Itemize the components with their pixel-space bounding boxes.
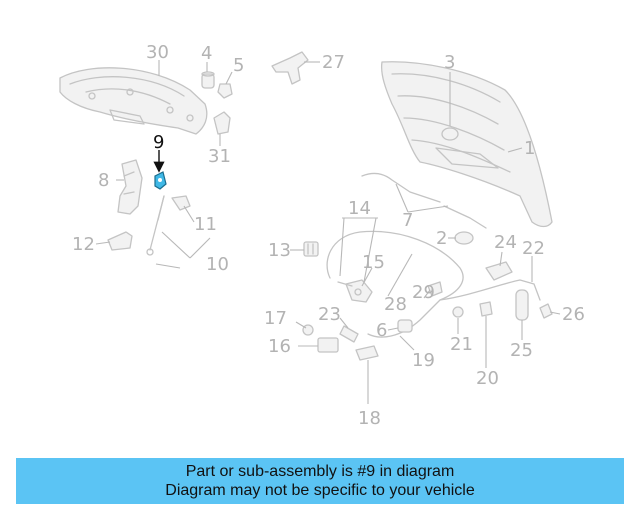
callout-4: 4	[201, 43, 212, 64]
weatherstrip-part	[361, 172, 487, 229]
callout-9: 9	[153, 132, 164, 153]
seal-block-part	[317, 337, 339, 353]
callout-3: 3	[444, 52, 455, 73]
callout-6: 6	[376, 320, 387, 341]
callout-21: 21	[450, 334, 473, 355]
grommet-part	[201, 71, 215, 89]
handle-clip-part	[539, 303, 553, 319]
hood-panel-part	[380, 61, 553, 228]
bumper-stop-part	[303, 241, 319, 257]
callout-12: 12	[72, 234, 95, 255]
bracket-part	[213, 111, 231, 135]
support-clip-part	[171, 195, 191, 211]
callout-18: 18	[358, 408, 381, 429]
pad-part	[454, 231, 474, 245]
callout-14: 14	[348, 198, 371, 219]
callout-1: 1	[524, 138, 535, 159]
callout-17: 17	[264, 308, 287, 329]
mount-bracket-part	[107, 231, 133, 251]
callout-20: 20	[476, 368, 499, 389]
callout-27: 27	[322, 52, 345, 73]
callout-25: 25	[510, 340, 533, 361]
rubber-bumper-part	[397, 319, 413, 333]
caption-banner: Part or sub-assembly is #9 in diagram Di…	[16, 458, 624, 504]
insulation-pad-part	[59, 67, 208, 135]
callout-2: 2	[436, 228, 447, 249]
callout-7: 7	[402, 210, 413, 231]
callout-5: 5	[233, 55, 244, 76]
callout-16: 16	[268, 336, 291, 357]
gas-strut-part	[146, 195, 165, 256]
highlighted-part-9	[154, 171, 167, 190]
cable-guide-part	[485, 261, 513, 281]
callout-31: 31	[208, 146, 231, 167]
callout-10: 10	[206, 254, 229, 275]
fastener-part	[452, 306, 464, 318]
callout-19: 19	[412, 350, 435, 371]
caption-line-1: Part or sub-assembly is #9 in diagram	[185, 463, 455, 480]
release-handle-part	[515, 289, 529, 321]
callout-26: 26	[562, 304, 585, 325]
callout-15: 15	[362, 252, 385, 273]
hinge-arm-part	[117, 159, 143, 215]
callout-11: 11	[194, 214, 217, 235]
callout-22: 22	[522, 238, 545, 259]
callout-24: 24	[494, 232, 517, 253]
leader-lines	[95, 60, 561, 404]
callout-28: 28	[384, 294, 407, 315]
callout-13: 13	[268, 240, 291, 261]
clip-part	[217, 83, 233, 99]
parts-diagram: 30 4 5 27 3 1 31 9 8 11 12 10 14 7 2 13 …	[59, 42, 585, 429]
hood-lock-part	[337, 279, 373, 303]
emblem-part	[441, 127, 459, 141]
caption-line-2: Diagram may not be specific to your vehi…	[165, 482, 475, 499]
callout-23: 23	[318, 304, 341, 325]
latch-plate-part	[355, 345, 379, 361]
latch-pin-part	[339, 325, 359, 343]
bracket-clip-part	[479, 301, 493, 317]
lock-bracket-part	[427, 281, 443, 297]
callout-30: 30	[146, 42, 169, 63]
callout-29: 29	[412, 282, 435, 303]
callout-8: 8	[98, 170, 109, 191]
hood-hinge-part	[271, 51, 309, 85]
